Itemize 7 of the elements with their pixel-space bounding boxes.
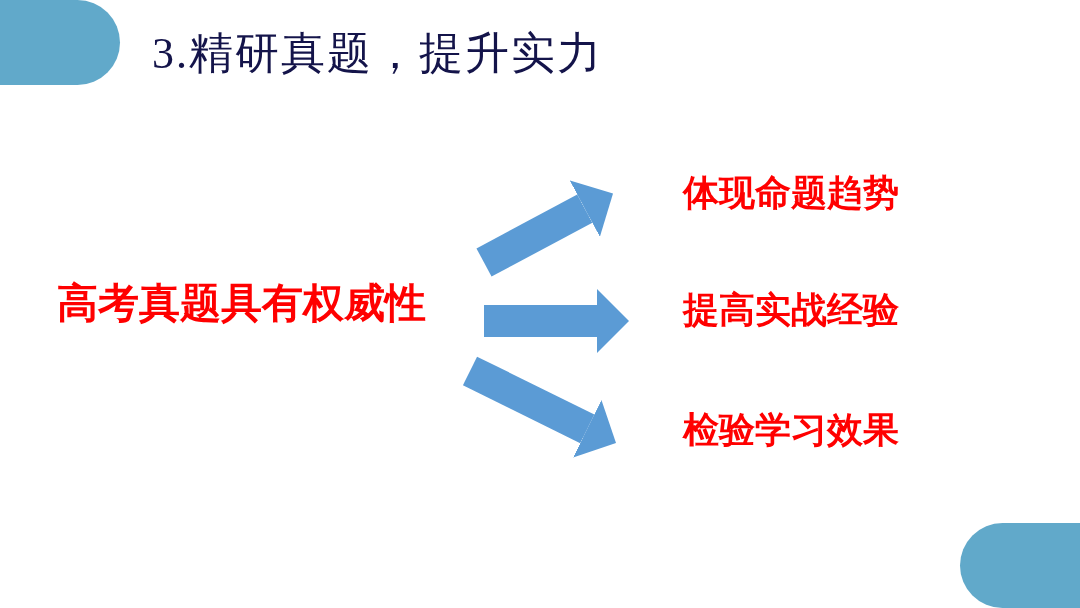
- text-label: 检验学习效果: [683, 410, 899, 450]
- slide-title: 3.精研真题，提升实力: [152, 29, 603, 79]
- block-arrow: [476, 180, 613, 277]
- text-label: 高考真题具有权威性: [57, 281, 426, 327]
- text-label: 提高实战经验: [683, 290, 899, 330]
- text-label: 体现命题趋势: [683, 173, 899, 213]
- block-arrow: [462, 356, 616, 458]
